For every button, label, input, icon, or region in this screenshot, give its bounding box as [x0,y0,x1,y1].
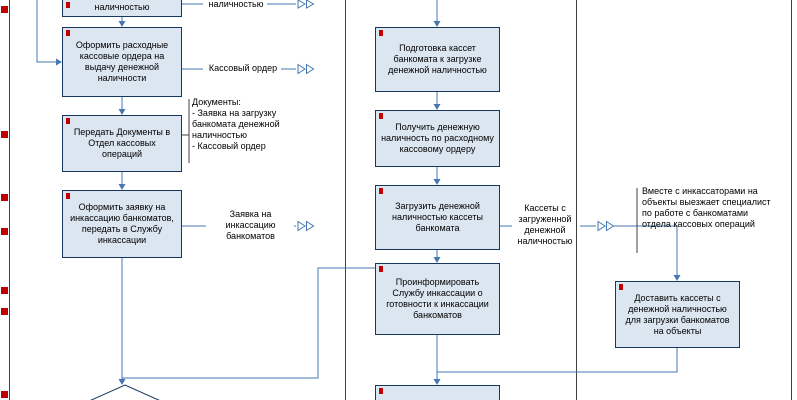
step-marker [66,118,70,124]
red-marker [1,287,8,294]
red-marker [1,194,8,201]
red-marker [1,391,8,398]
flow-label-cash-order: Кассовый ордер [208,63,278,73]
red-marker [1,131,8,138]
step-marker [379,388,383,394]
note-documents: Документы: - Заявка на загрузку банкомат… [192,97,280,151]
process-box-label: Подготовка кассет банкомата к загрузке д… [388,43,487,75]
red-marker [1,228,8,235]
step-marker [379,188,383,194]
process-box-cut-top: наличностью [62,0,182,17]
red-marker [1,308,8,315]
process-box-cut-bottom [375,385,500,400]
step-marker [379,30,383,36]
step-marker [66,30,70,36]
process-box-request-collection: Оформить заявку на инкассацию банкоматов… [62,190,182,258]
process-box-label: Проинформировать Службу инкассации о гот… [386,277,489,320]
process-box-inform-collection: Проинформировать Службу инкассации о гот… [375,263,500,335]
process-box-label: Оформить расходные кассовые ордера на вы… [75,40,169,83]
flow-label-cash-top: наличностью [208,0,264,9]
step-marker [619,284,623,290]
process-box-load-cassettes: Загрузить денежной наличностью кассеты б… [375,185,500,250]
decision-diamond [90,384,160,400]
process-box-label: Получить денежную наличность по расходно… [381,122,494,154]
process-box-hand-over-documents: Передать Документы в Отдел кассовых опер… [62,115,182,172]
process-box-label: Передать Документы в Отдел кассовых опер… [73,127,171,159]
step-marker [379,113,383,119]
process-box-label: наличностью [94,2,150,12]
process-box-label: Оформить заявку на инкассацию банкоматов… [70,202,174,245]
process-box-prepare-cassettes: Подготовка кассет банкомата к загрузке д… [375,27,500,92]
process-box-label: Доставить кассеты с денежной наличностью… [625,292,730,336]
step-marker [66,2,70,8]
note-specialist: Вместе с инкассаторами на объекты выезжа… [642,186,771,229]
step-marker [66,193,70,199]
flow-label-collection-request: Заявка на инкассацию банкоматов [225,209,276,241]
process-box-deliver-cassettes: Доставить кассеты с денежной наличностью… [615,281,740,348]
flow-label-loaded-cassettes: Кассеты с загруженной денежной наличност… [517,203,573,246]
process-box-make-cash-orders: Оформить расходные кассовые ордера на вы… [62,27,182,97]
red-marker [1,6,8,13]
process-box-label: Загрузить денежной наличностью кассеты б… [392,201,483,233]
step-marker [379,266,383,272]
process-box-receive-cash: Получить денежную наличность по расходно… [375,110,500,167]
